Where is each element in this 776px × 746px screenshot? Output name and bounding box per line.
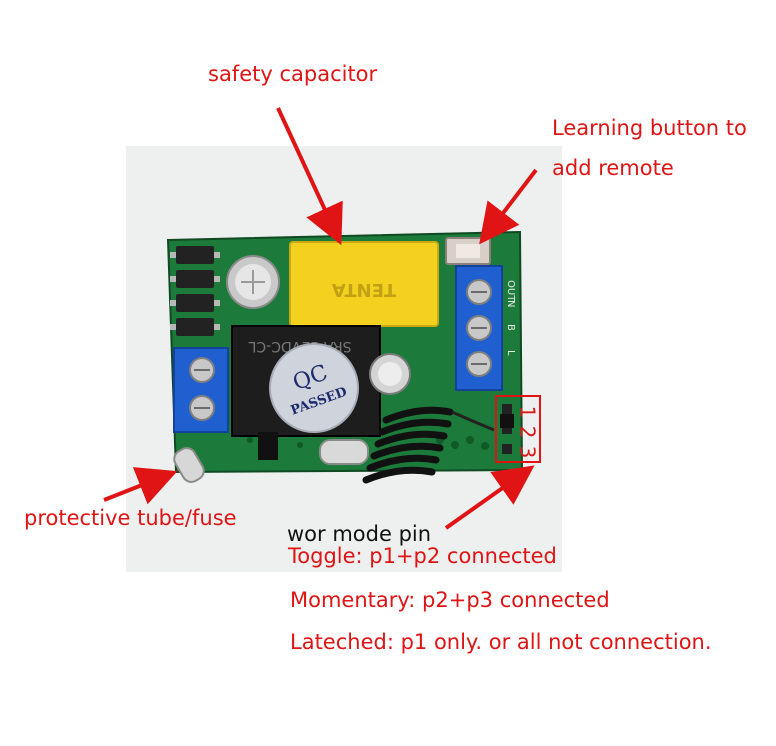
crystal-oscillator (319, 439, 369, 465)
learning-button-label-line2: add remote (552, 156, 674, 180)
qc-passed-sticker: QC PASSED (269, 343, 359, 433)
protective-tube-label: protective tube/fuse (24, 506, 237, 530)
antenna-wire (451, 410, 495, 432)
terminal-l-label: L (505, 350, 516, 356)
wor-mode-pin-label: wor mode pin (287, 522, 432, 546)
toggle-mode-label: Toggle: p1+p2 connected (288, 544, 557, 568)
jumper-pins (500, 404, 514, 454)
pin-label-3: 3 (515, 445, 540, 459)
right-terminal-block: OUT N B L (455, 265, 516, 391)
safety-capacitor: TENTA (289, 241, 439, 327)
antenna-coil (362, 406, 454, 484)
capacitor-brand-text: TENTA (332, 279, 397, 300)
diode-array (170, 246, 220, 336)
safety-capacitor-label: safety capacitor (208, 62, 378, 86)
wor-mode-pin-arrow (444, 465, 535, 530)
latched-mode-label: Lateched: p1 only. or all not connection… (290, 630, 712, 654)
terminal-b-label: B (505, 324, 516, 331)
fuse-arrow (103, 467, 178, 505)
learning-button (445, 237, 491, 265)
terminal-out-label: OUT (505, 280, 516, 302)
small-capacitor (369, 353, 411, 395)
learning-button-label-line1: Learning button to (552, 116, 747, 140)
electrolytic-capacitor (226, 255, 280, 309)
protective-tube-fuse (173, 447, 205, 483)
left-terminal-block (173, 347, 229, 433)
pin-label-1: 1 (515, 405, 540, 419)
jumper-highlight-box (495, 395, 541, 463)
momentary-mode-label: Momentary: p2+p3 connected (290, 588, 610, 612)
pin-label-2: 2 (515, 425, 540, 439)
terminal-n-label: N (505, 300, 516, 307)
safety-capacitor-arrow (276, 107, 343, 246)
transistor (258, 432, 278, 460)
learning-button-arrow (479, 168, 538, 245)
